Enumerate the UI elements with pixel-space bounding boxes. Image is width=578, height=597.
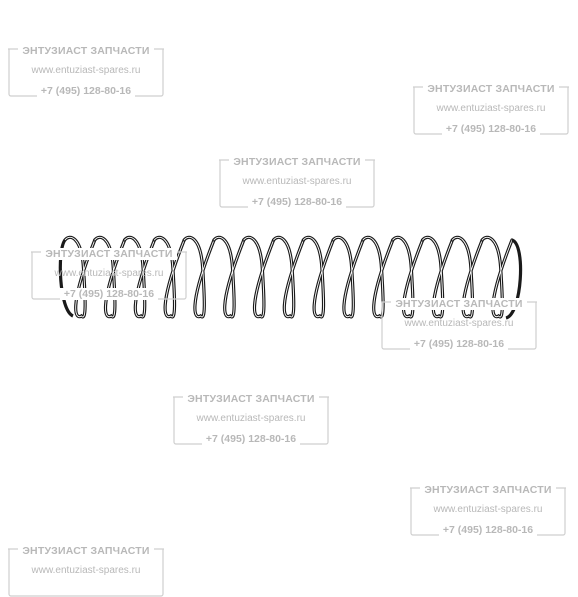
spring-coil-turn [63,235,97,319]
spring-coil-highlight [302,236,334,318]
coil-spring [58,235,523,320]
spring-coil-turn [272,235,305,319]
spring-coil-highlight [153,236,185,318]
spring-coil-turn [361,235,395,319]
spring-coil-turn [391,235,425,319]
spring-coil-turn [331,235,365,319]
spring-illustration [58,235,523,320]
spring-coil-turn [212,235,246,319]
spring-coil-highlight [213,236,245,318]
spring-coil-turn [123,235,156,319]
spring-coil-turn [421,235,454,319]
spring-coil-turn [152,235,186,319]
spring-coil-highlight [273,236,304,318]
spring-coil-turn [450,235,484,319]
spring-coil-turn [480,235,514,319]
spring-coil-highlight [332,236,364,318]
spring-coil-turn [93,235,127,319]
spring-end-left [58,239,75,318]
spring-coil-highlight [183,236,215,318]
spring-coil-turn [242,235,276,319]
spring-coil-highlight [243,236,275,318]
spring-coil-turn [301,235,335,319]
spring-coil-turn [182,235,216,319]
